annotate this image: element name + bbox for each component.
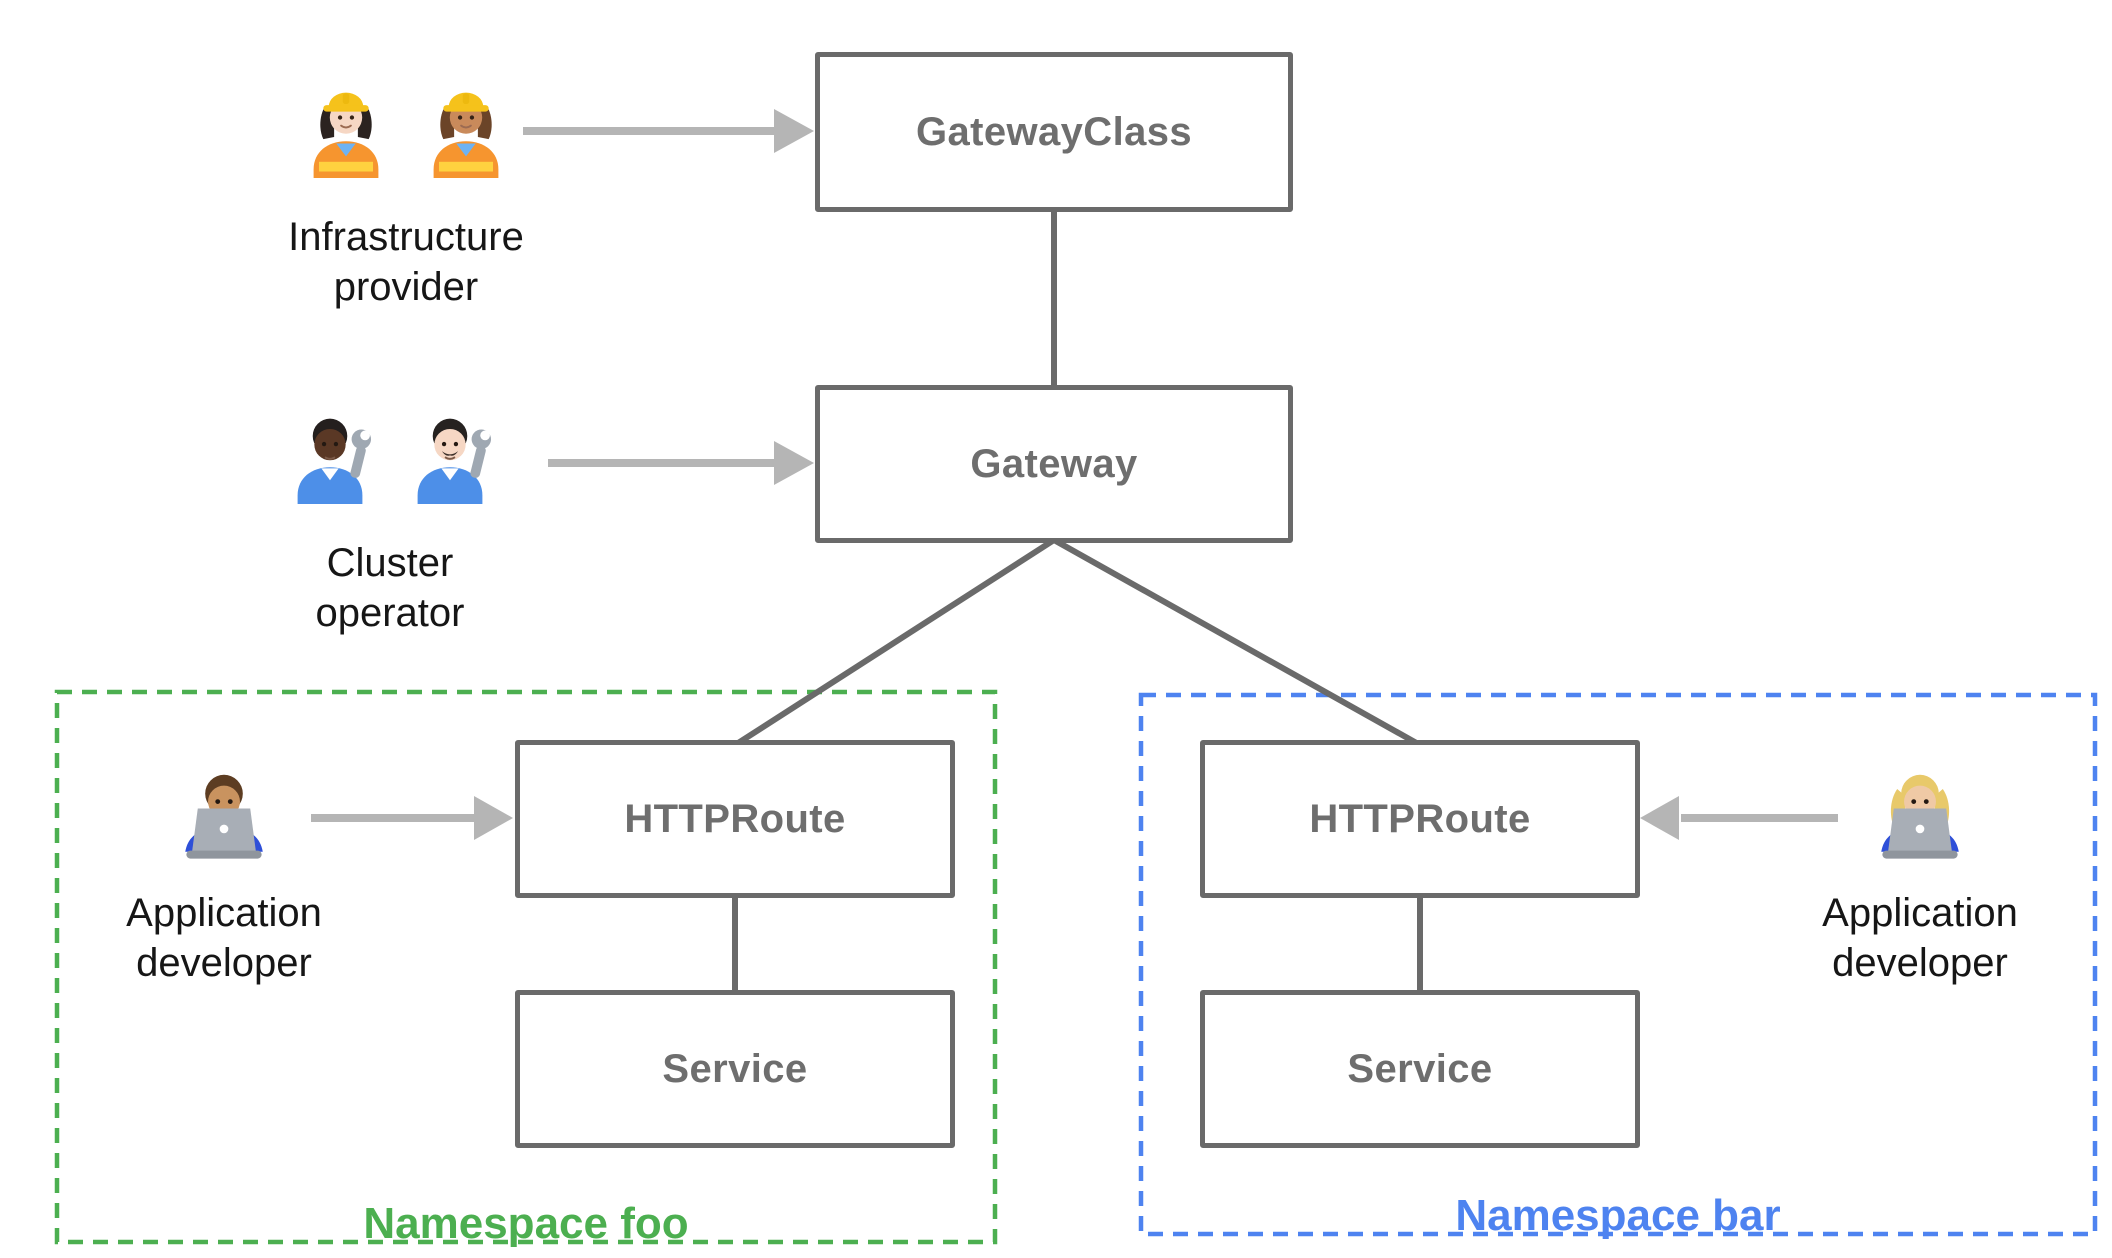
namespace-foo-label: Namespace foo — [363, 1199, 689, 1248]
arrow-infrastructure-provider-to-gatewayclass — [523, 109, 814, 153]
edge-gateway-httproute-foo — [732, 537, 1057, 748]
node-httproute-foo-label: HTTPRoute — [624, 796, 846, 841]
woman-construction-worker-light-skin-icon — [292, 70, 400, 178]
node-gatewayclass-label: GatewayClass — [915, 109, 1193, 154]
node-httproute-bar: HTTPRoute — [1200, 740, 1640, 898]
application-developer-foo-icon-group — [167, 756, 281, 870]
person-mechanic-dark-skin-icon — [276, 396, 384, 504]
man-technologist-medium-skin-icon — [167, 756, 281, 870]
node-httproute-foo: HTTPRoute — [515, 740, 955, 898]
namespace-bar-label: Namespace bar — [1455, 1191, 1781, 1240]
cluster-operator-icons — [276, 396, 504, 504]
node-httproute-bar-label: HTTPRoute — [1309, 796, 1531, 841]
node-gateway-label: Gateway — [970, 441, 1138, 486]
infrastructure-provider-label: Infrastructure provider — [288, 215, 524, 309]
edge-gateway-httproute-bar — [1051, 537, 1423, 748]
node-service-foo-label: Service — [662, 1046, 808, 1091]
arrow-application-developer-to-httproute-foo — [311, 796, 513, 840]
namespace-foo-boundary — [54, 689, 998, 1245]
application-developer-bar-icon-group — [1863, 756, 1977, 870]
node-service-bar-label: Service — [1347, 1046, 1493, 1091]
node-service-foo: Service — [515, 990, 955, 1148]
application-developer-bar-label: Application developer — [1822, 891, 2018, 985]
infrastructure-provider-icons — [292, 70, 520, 178]
node-gateway: Gateway — [815, 385, 1293, 543]
node-gatewayclass: GatewayClass — [815, 52, 1293, 212]
cluster-operator-label: Cluster operator — [315, 541, 465, 635]
woman-construction-worker-medium-skin-icon — [412, 70, 520, 178]
man-mechanic-light-skin-icon — [396, 396, 504, 504]
application-developer-foo-label: Application developer — [126, 891, 322, 985]
namespace-bar-boundary — [1138, 692, 2098, 1237]
woman-technologist-blonde-icon — [1863, 756, 1977, 870]
arrow-application-developer-to-httproute-bar — [1640, 796, 1838, 840]
arrow-cluster-operator-to-gateway — [548, 441, 814, 485]
node-service-bar: Service — [1200, 990, 1640, 1148]
